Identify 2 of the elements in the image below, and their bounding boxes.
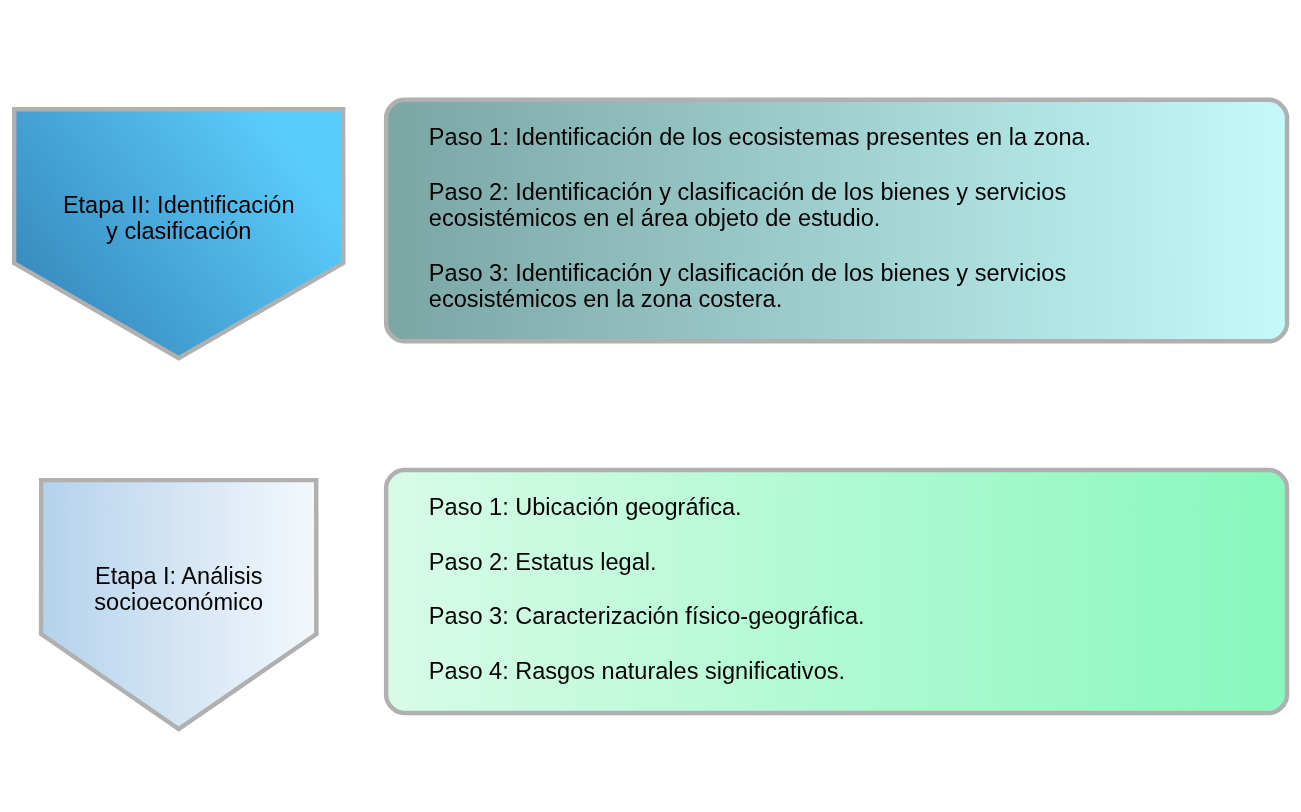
node-box: Paso 1: Ubicación geográfica. Paso 2: Estatus legal. Paso 3: Caracterización físico-geográfica. Paso 4: Rasgos naturales significativos. (383, 467, 1290, 716)
node-box: Paso 1: Identificación de los ecosistemas presentes en la zona. Paso 2: Identificación y clasificación de los bienes y servicios ecosistémicos en el área objeto de estudio. Paso 3: Identificación y clasificación de los bienes y servicios ecosistémicos en la zona costera. (383, 97, 1290, 344)
